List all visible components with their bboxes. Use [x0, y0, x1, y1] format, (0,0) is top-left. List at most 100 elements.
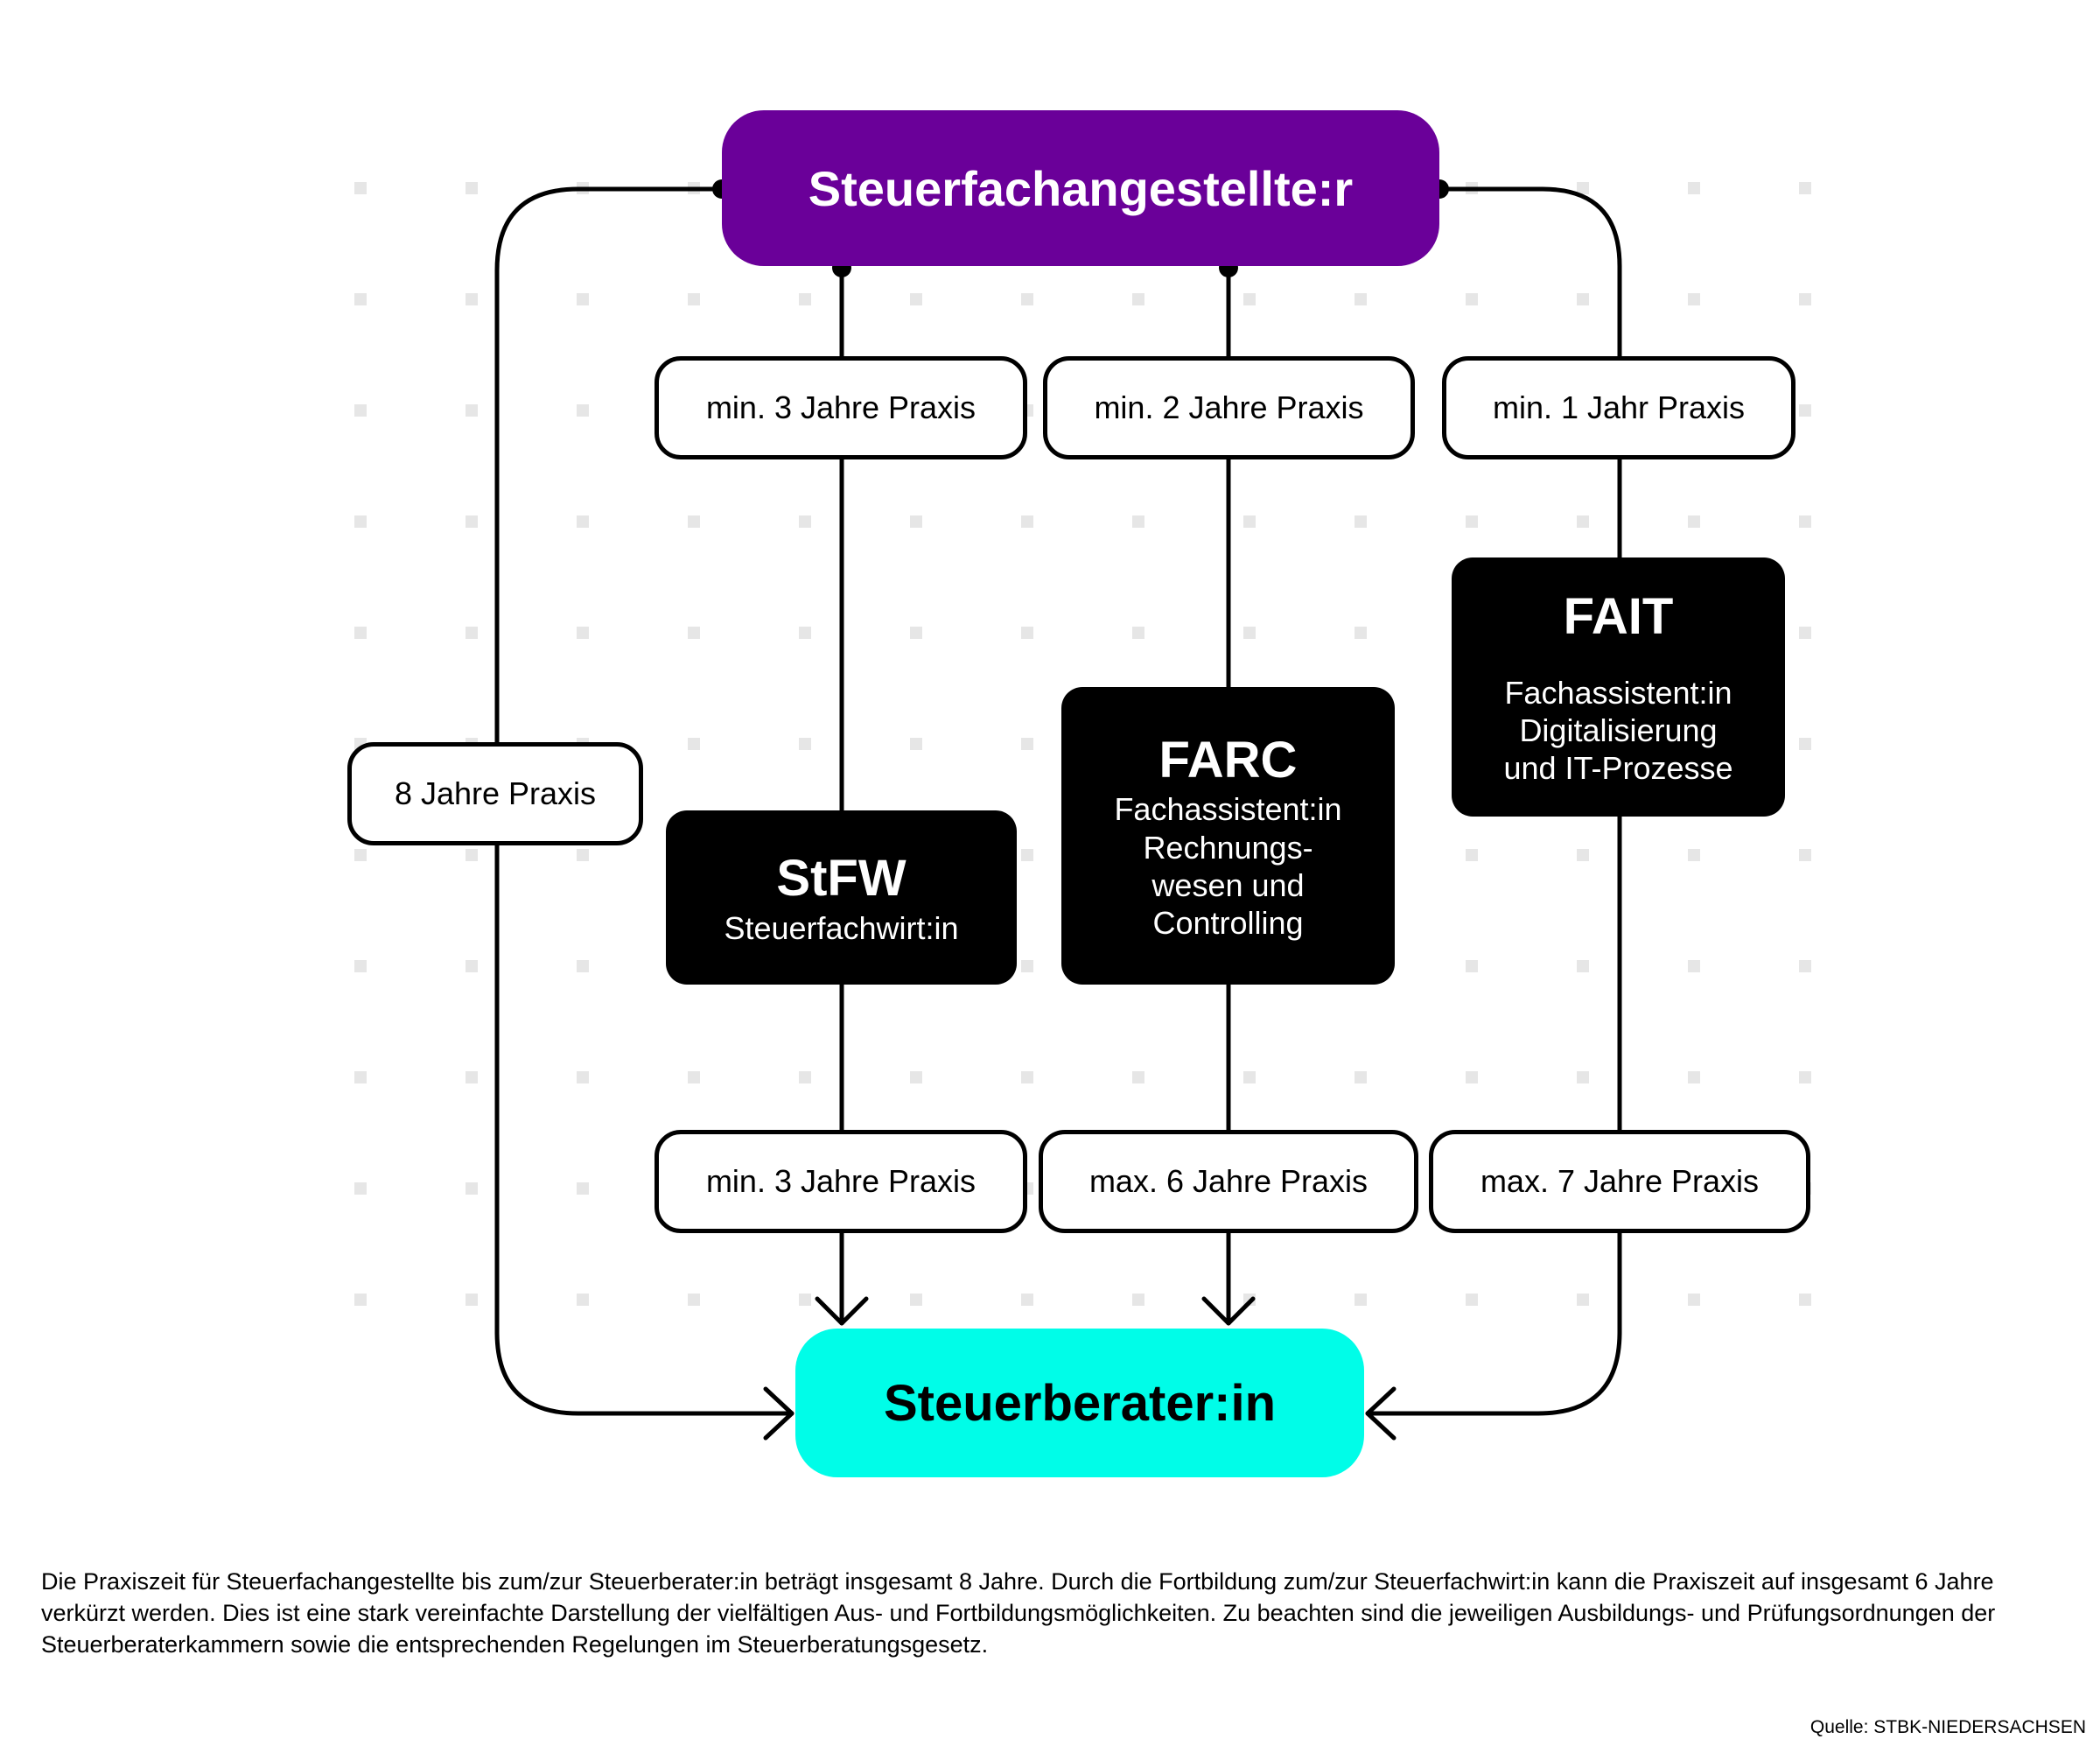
label-farc-before: min. 2 Jahre Praxis [1043, 356, 1415, 459]
background-dot [1132, 293, 1144, 305]
node-fait-line-1: Fachassistent:in [1504, 675, 1732, 712]
background-dot [466, 849, 478, 861]
background-dot [577, 293, 589, 305]
background-dot [1799, 849, 1811, 861]
node-fait-title: FAIT [1563, 588, 1674, 646]
background-dot [1466, 515, 1478, 528]
node-fait-line-3: und IT-Prozesse [1503, 750, 1733, 787]
background-dot [1577, 182, 1589, 194]
background-dot [1466, 1071, 1478, 1083]
explanatory-caption: Die Praxiszeit für Steuerfachangestellte… [41, 1568, 1996, 1658]
background-dot [466, 182, 478, 194]
background-dot [1688, 1294, 1700, 1306]
background-dot [1799, 1071, 1811, 1083]
background-dot [466, 404, 478, 417]
background-dot [1243, 515, 1256, 528]
background-dot [1466, 849, 1478, 861]
background-dot [910, 515, 922, 528]
background-dot [1354, 1071, 1367, 1083]
node-farc-line-3: wesen und [1152, 866, 1305, 903]
background-dot [466, 627, 478, 639]
background-dot [1577, 849, 1589, 861]
background-dot [466, 515, 478, 528]
background-dot [1577, 960, 1589, 972]
background-dot [1021, 849, 1033, 861]
background-dot [1799, 293, 1811, 305]
label-stfw-after: min. 3 Jahre Praxis [654, 1130, 1027, 1233]
background-dot [577, 1182, 589, 1195]
background-dot [1466, 1294, 1478, 1306]
arrowhead-direct [763, 1386, 794, 1441]
arrowhead-fait [1365, 1386, 1396, 1441]
background-dot [1021, 627, 1033, 639]
background-dot [1799, 627, 1811, 639]
background-dot [577, 404, 589, 417]
background-dot [1021, 960, 1033, 972]
node-fait: FAIT Fachassistent:in Digitalisierung un… [1452, 557, 1785, 817]
background-dot [466, 1182, 478, 1195]
background-dot [1021, 1294, 1033, 1306]
background-dot [1799, 960, 1811, 972]
node-steuerfachangestellte: Steuerfachangestellte:r [722, 110, 1439, 266]
background-dot [799, 1294, 811, 1306]
background-dot [799, 627, 811, 639]
background-dot [1466, 960, 1478, 972]
label-farc-before-text: min. 2 Jahre Praxis [1094, 389, 1364, 425]
node-stfw: StFW Steuerfachwirt:in [666, 810, 1017, 985]
background-dot [688, 738, 700, 750]
background-dot [1577, 1294, 1589, 1306]
background-dot [1799, 404, 1811, 417]
node-farc-title: FARC [1158, 731, 1298, 789]
background-dot [1243, 627, 1256, 639]
background-dot [1132, 1071, 1144, 1083]
label-farc-after: max. 6 Jahre Praxis [1039, 1130, 1418, 1233]
background-dot [354, 1071, 367, 1083]
background-dot [910, 738, 922, 750]
background-dot [577, 627, 589, 639]
label-farc-after-text: max. 6 Jahre Praxis [1088, 1163, 1368, 1199]
node-farc-line-2: Rechnungs- [1143, 829, 1313, 866]
background-dot [910, 1294, 922, 1306]
background-dot [1243, 1071, 1256, 1083]
label-fait-after-text: max. 7 Jahre Praxis [1480, 1163, 1760, 1199]
background-dot [577, 1294, 589, 1306]
node-farc: FARC Fachassistent:in Rechnungs- wesen u… [1061, 687, 1395, 985]
background-dot [799, 1071, 811, 1083]
background-dot [466, 1294, 478, 1306]
background-dot [688, 1071, 700, 1083]
node-steuerfachangestellte-label: Steuerfachangestellte:r [808, 160, 1354, 216]
background-dot [466, 293, 478, 305]
background-dot [688, 1294, 700, 1306]
background-dot [799, 293, 811, 305]
background-dot [1799, 515, 1811, 528]
arrowhead-farc [1201, 1296, 1256, 1326]
background-dot [688, 515, 700, 528]
background-dot [1021, 1071, 1033, 1083]
background-dot [1132, 627, 1144, 639]
background-dot [1132, 1294, 1144, 1306]
background-dot [354, 960, 367, 972]
node-farc-line-4: Controlling [1152, 904, 1304, 941]
background-dot [1688, 960, 1700, 972]
background-dot [1688, 515, 1700, 528]
background-dot [1354, 627, 1367, 639]
label-stfw-before-text: min. 3 Jahre Praxis [705, 389, 976, 425]
background-dot [1132, 515, 1144, 528]
label-fait-before: min. 1 Jahr Praxis [1442, 356, 1796, 459]
label-fait-after: max. 7 Jahre Praxis [1429, 1130, 1810, 1233]
background-dot [1354, 515, 1367, 528]
background-dot [354, 293, 367, 305]
background-dot [1577, 1071, 1589, 1083]
background-dot [577, 960, 589, 972]
background-dot [577, 1071, 589, 1083]
background-dot [1466, 293, 1478, 305]
label-stfw-before: min. 3 Jahre Praxis [654, 356, 1027, 459]
background-dot [466, 960, 478, 972]
background-dot [354, 404, 367, 417]
background-dot [1243, 293, 1256, 305]
node-steuerberater: Steuerberater:in [795, 1329, 1364, 1477]
background-dot [354, 1294, 367, 1306]
background-dot [354, 1182, 367, 1195]
background-dot [354, 182, 367, 194]
